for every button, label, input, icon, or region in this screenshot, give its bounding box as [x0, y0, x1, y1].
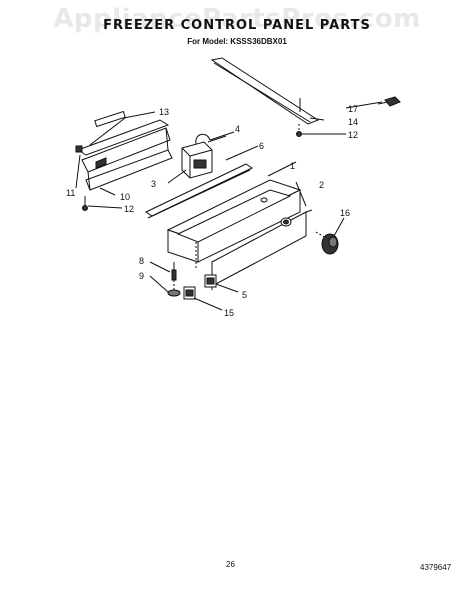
- callout-8: 8: [139, 256, 144, 266]
- callout-12-left: 12: [124, 204, 134, 214]
- left-bracket: [75, 110, 173, 191]
- control-knob: [315, 231, 339, 255]
- callout-16: 16: [340, 208, 350, 218]
- callout-1: 1: [290, 161, 295, 171]
- callout-3: 3: [151, 179, 156, 189]
- diagram-title: FREEZER CONTROL PANEL PARTS: [103, 18, 371, 33]
- control-thermostat: [181, 133, 227, 179]
- switches: [183, 242, 217, 300]
- screw-left: [82, 196, 88, 211]
- callout-11: 11: [66, 188, 75, 198]
- callout-15: 15: [224, 308, 234, 318]
- thin-strip: [144, 163, 254, 219]
- leader-lines: [75, 101, 383, 311]
- callout-9: 9: [139, 271, 144, 281]
- callout-10: 10: [120, 192, 130, 202]
- page-number: 26: [226, 560, 235, 569]
- callout-6: 6: [259, 141, 264, 151]
- callout-4: 4: [235, 124, 240, 134]
- document-number: 4379647: [420, 563, 452, 572]
- callout-2: 2: [319, 180, 324, 190]
- callout-14: 14: [348, 117, 358, 127]
- screw-top-right: [296, 124, 302, 137]
- control-housing: [166, 179, 302, 263]
- callout-5: 5: [242, 290, 247, 300]
- clip-part: [377, 96, 401, 107]
- watermark: AppliancePartsPros.com: [53, 4, 421, 34]
- callout-labels: 13 4 6 1 2 3 11 10 12 17 14 12 16 8 9 5 …: [66, 104, 358, 318]
- screw-and-grommet: [167, 262, 181, 297]
- top-bracket-strip: [210, 57, 320, 125]
- model-subtitle: For Model: KSSS36DBX01: [187, 37, 287, 46]
- callout-12-right: 12: [348, 130, 358, 140]
- callout-13: 13: [159, 107, 169, 117]
- callout-17: 17: [348, 104, 358, 114]
